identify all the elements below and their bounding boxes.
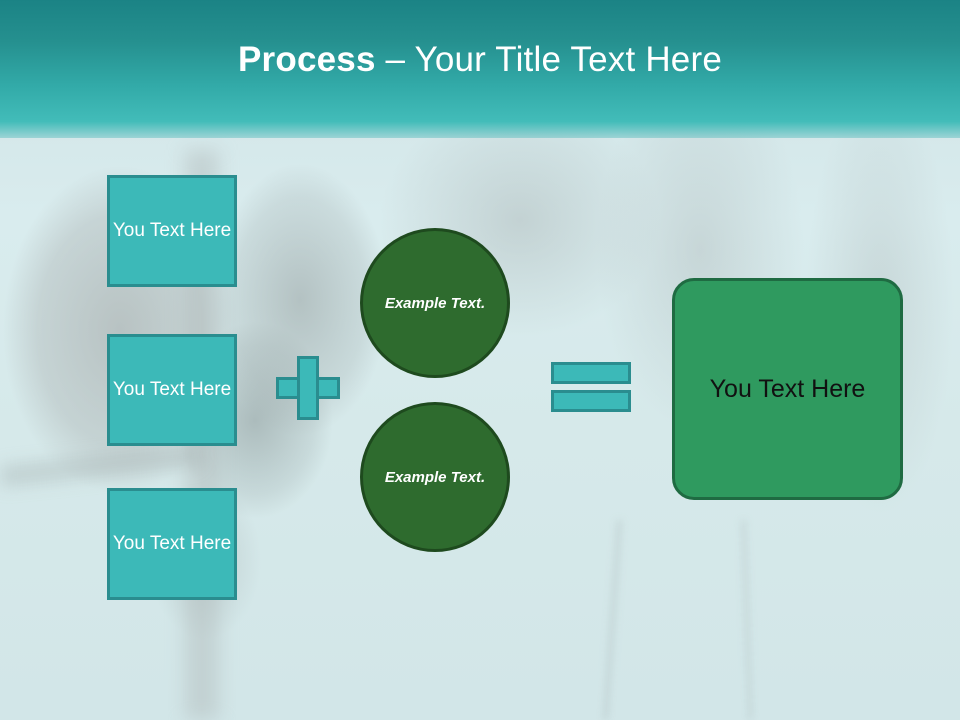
equals-icon-top-bar (551, 362, 631, 384)
page-title: Process – Your Title Text Here (0, 0, 960, 120)
example-circle-2[interactable]: Example Text. (360, 402, 510, 552)
example-circle-1-label: Example Text. (384, 294, 486, 312)
header-band (0, 0, 960, 138)
plus-icon (276, 356, 340, 420)
result-box-label: You Text Here (709, 374, 866, 403)
input-box-2-label: You Text Here (112, 379, 232, 400)
example-circle-2-label: Example Text. (384, 468, 486, 486)
page-title-light: – Your Title Text Here (385, 40, 722, 79)
example-circle-1[interactable]: Example Text. (360, 228, 510, 378)
equals-icon (551, 362, 631, 412)
input-box-3-label: You Text Here (112, 533, 232, 554)
background-blur-shape (603, 520, 622, 720)
background-blur-shape (741, 519, 753, 720)
plus-icon-center (300, 380, 316, 396)
input-box-1[interactable]: You Text Here (107, 175, 237, 287)
background-blur-shape (0, 444, 201, 488)
input-box-3[interactable]: You Text Here (107, 488, 237, 600)
input-box-2[interactable]: You Text Here (107, 334, 237, 446)
input-box-1-label: You Text Here (112, 220, 232, 241)
page-title-strong: Process (238, 40, 386, 79)
equals-icon-bottom-bar (551, 390, 631, 412)
result-box[interactable]: You Text Here (672, 278, 903, 500)
